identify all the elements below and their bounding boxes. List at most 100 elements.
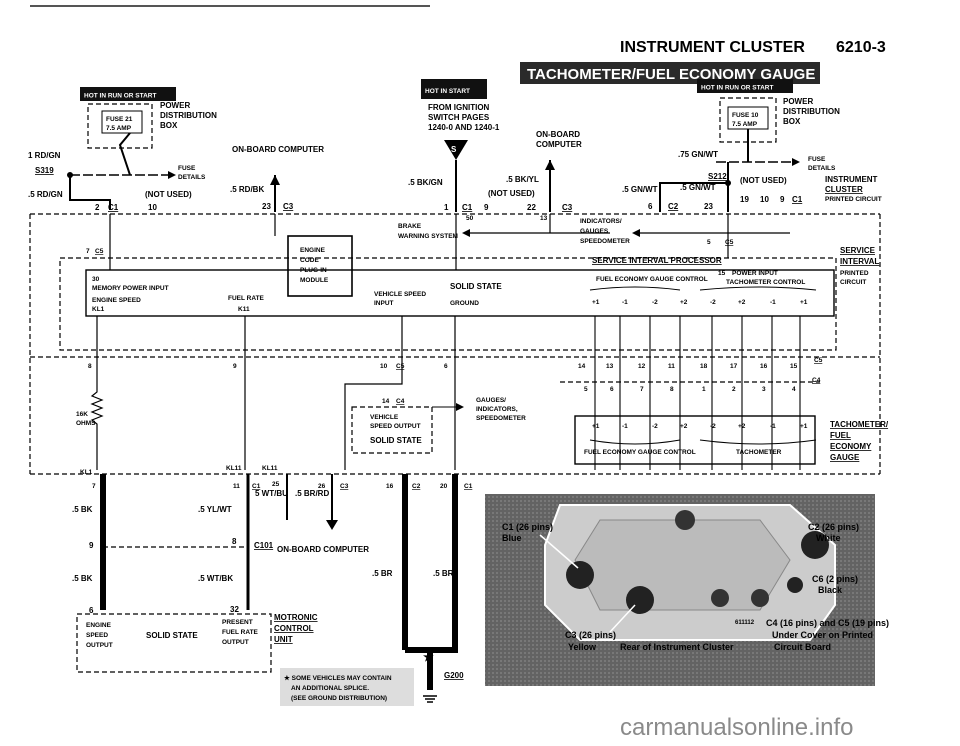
bw-w4: .5 BR/RD — [295, 489, 329, 498]
pin-10: 10 — [148, 203, 157, 212]
fuse-21-label: FUSE 21 — [106, 116, 133, 123]
pin-19-right: 19 — [740, 195, 749, 204]
watermark: carmanualsonline.info — [620, 714, 853, 741]
c4-pin-3: 7 — [640, 386, 644, 393]
kl1-a: KL1 — [80, 469, 93, 476]
pin-9-right: 9 — [780, 195, 785, 204]
vs-box-2: SPEED OUTPUT — [370, 423, 421, 430]
fuse-details-left-2: DETAILS — [178, 174, 206, 181]
indicators-3: SPEEDOMETER — [580, 238, 630, 245]
bw-w3: 5 WT/BU — [255, 489, 288, 498]
mot-1: ENGINE — [86, 622, 112, 629]
processor-title: SERVICE INTERVAL PROCESSOR — [592, 256, 722, 265]
c5-p9: 9 — [233, 363, 237, 370]
conn-c3-left: C3 — [283, 202, 294, 211]
ignition-3: 1240-0 AND 1240-1 — [428, 123, 500, 132]
photo-num: 611112 — [735, 620, 755, 626]
photo-under: Under Cover on Printed — [772, 630, 873, 640]
processor-inner — [85, 269, 835, 317]
bc-c1: C1 — [252, 483, 261, 490]
obc-arrow-mid — [545, 160, 555, 170]
pin-10-right: 10 — [760, 195, 769, 204]
bc-c1b: C1 — [464, 483, 473, 490]
fuse-10-amp: 7.5 AMP — [732, 121, 758, 128]
fuse-left-arrowhead — [168, 171, 176, 179]
bc-p16: 16 — [386, 483, 394, 490]
ignition-2: SWITCH PAGES — [428, 113, 490, 122]
pin-5-c5: 5 — [707, 239, 711, 246]
vs-c4: C4 — [396, 398, 405, 405]
photo-c2b: White — [816, 533, 841, 543]
motronic-box — [76, 613, 272, 673]
proc-sig-8: +1 — [800, 299, 808, 306]
tach-signal-wires — [594, 316, 801, 470]
wire-rd-gn — [69, 175, 111, 210]
ignition-1: FROM IGNITION — [428, 103, 490, 112]
obc-arrow-left — [270, 175, 280, 185]
badge-middle-text: HOT IN START — [425, 88, 470, 95]
engine-code-module — [287, 235, 353, 297]
pin-9-mid: 9 — [484, 203, 489, 212]
brake-arrow — [462, 229, 470, 237]
harness-arrow — [326, 520, 338, 530]
tach-fegc: FUEL ECONOMY GAUGE CONTROL — [584, 449, 696, 456]
conn-c1-left: C1 — [108, 203, 119, 212]
tach-sig-5: -2 — [710, 423, 716, 430]
ic-label-2: CLUSTER — [825, 185, 863, 194]
proc-vs-2: INPUT — [374, 300, 394, 307]
proc-fuel-rate: FUEL RATE — [228, 295, 265, 302]
photo-c6: C6 (2 pins) — [812, 574, 858, 584]
c4-pin-2: 6 — [610, 386, 614, 393]
conn-c1-right: C1 — [792, 195, 803, 204]
pin-23-left: 23 — [262, 202, 271, 211]
si-label-4: CIRCUIT — [840, 279, 866, 286]
pd-left-2: DISTRIBUTION — [160, 111, 217, 120]
indicator-arrow — [632, 229, 640, 237]
vs-g1: GAUGES/ — [476, 397, 506, 404]
badge-left — [80, 87, 176, 101]
processor-output-wires — [96, 316, 456, 364]
fuse-details-left-1: FUSE — [178, 165, 196, 172]
conn-c5-top: C5 — [725, 239, 734, 246]
wire-label-75gnwt: .75 GN/WT — [678, 150, 718, 159]
tach-sig-3: -2 — [652, 423, 658, 430]
bc-c2: C2 — [412, 483, 421, 490]
c5-label-a: C5 — [396, 363, 405, 370]
mot-3: OUTPUT — [86, 642, 113, 649]
obc-mid-1: ON-BOARD — [536, 130, 580, 139]
splice-s319: S319 — [35, 166, 54, 175]
bulb-3 — [751, 589, 769, 607]
pin-2: 2 — [95, 203, 100, 212]
proc-sig-1: +1 — [592, 299, 600, 306]
c5-p10: 10 — [380, 363, 388, 370]
ground-splice — [427, 675, 433, 681]
proc-fegc: FUEL ECONOMY GAUGE CONTROL — [596, 276, 708, 283]
proc-tach-control: TACHOMETER CONTROL — [726, 279, 805, 286]
ecm-1: ENGINE — [300, 247, 326, 254]
wire-label-5gnwt-b: .5 GN/WT — [680, 183, 716, 192]
tach-sig-8: +1 — [800, 423, 808, 430]
pin-13-brake: 13 — [540, 215, 548, 222]
tachometer-gauge-box — [574, 415, 816, 465]
conn-c5-left: C5 — [95, 248, 104, 255]
not-used-left: (NOT USED) — [145, 190, 192, 199]
bw-w6: .5 WT/BK — [198, 574, 233, 583]
photo-c1-pointer — [539, 534, 579, 569]
tach-sig-1: +1 — [592, 423, 600, 430]
photo-c1b: Blue — [502, 533, 522, 543]
proc-sig-5: -2 — [710, 299, 716, 306]
vs-arrow — [456, 403, 464, 411]
c5-pin-3: 12 — [638, 363, 646, 370]
proc-sig-7: -1 — [770, 299, 776, 306]
resistor-2: OHMS — [76, 420, 96, 427]
c5-pin-5: 18 — [700, 363, 708, 370]
c4-pin-5: 1 — [702, 386, 706, 393]
connector-c6-icon — [787, 577, 803, 593]
tach-sig-4: +2 — [680, 423, 688, 430]
page-title: INSTRUMENT CLUSTER — [620, 39, 805, 56]
fuse-details-right-1: FUSE — [808, 156, 826, 163]
bw-p9: 9 — [89, 541, 94, 550]
gauge-title-3: ECONOMY — [830, 442, 872, 451]
vs-pin-14: 14 — [382, 398, 390, 405]
proc-solid-state: SOLID STATE — [450, 282, 502, 291]
